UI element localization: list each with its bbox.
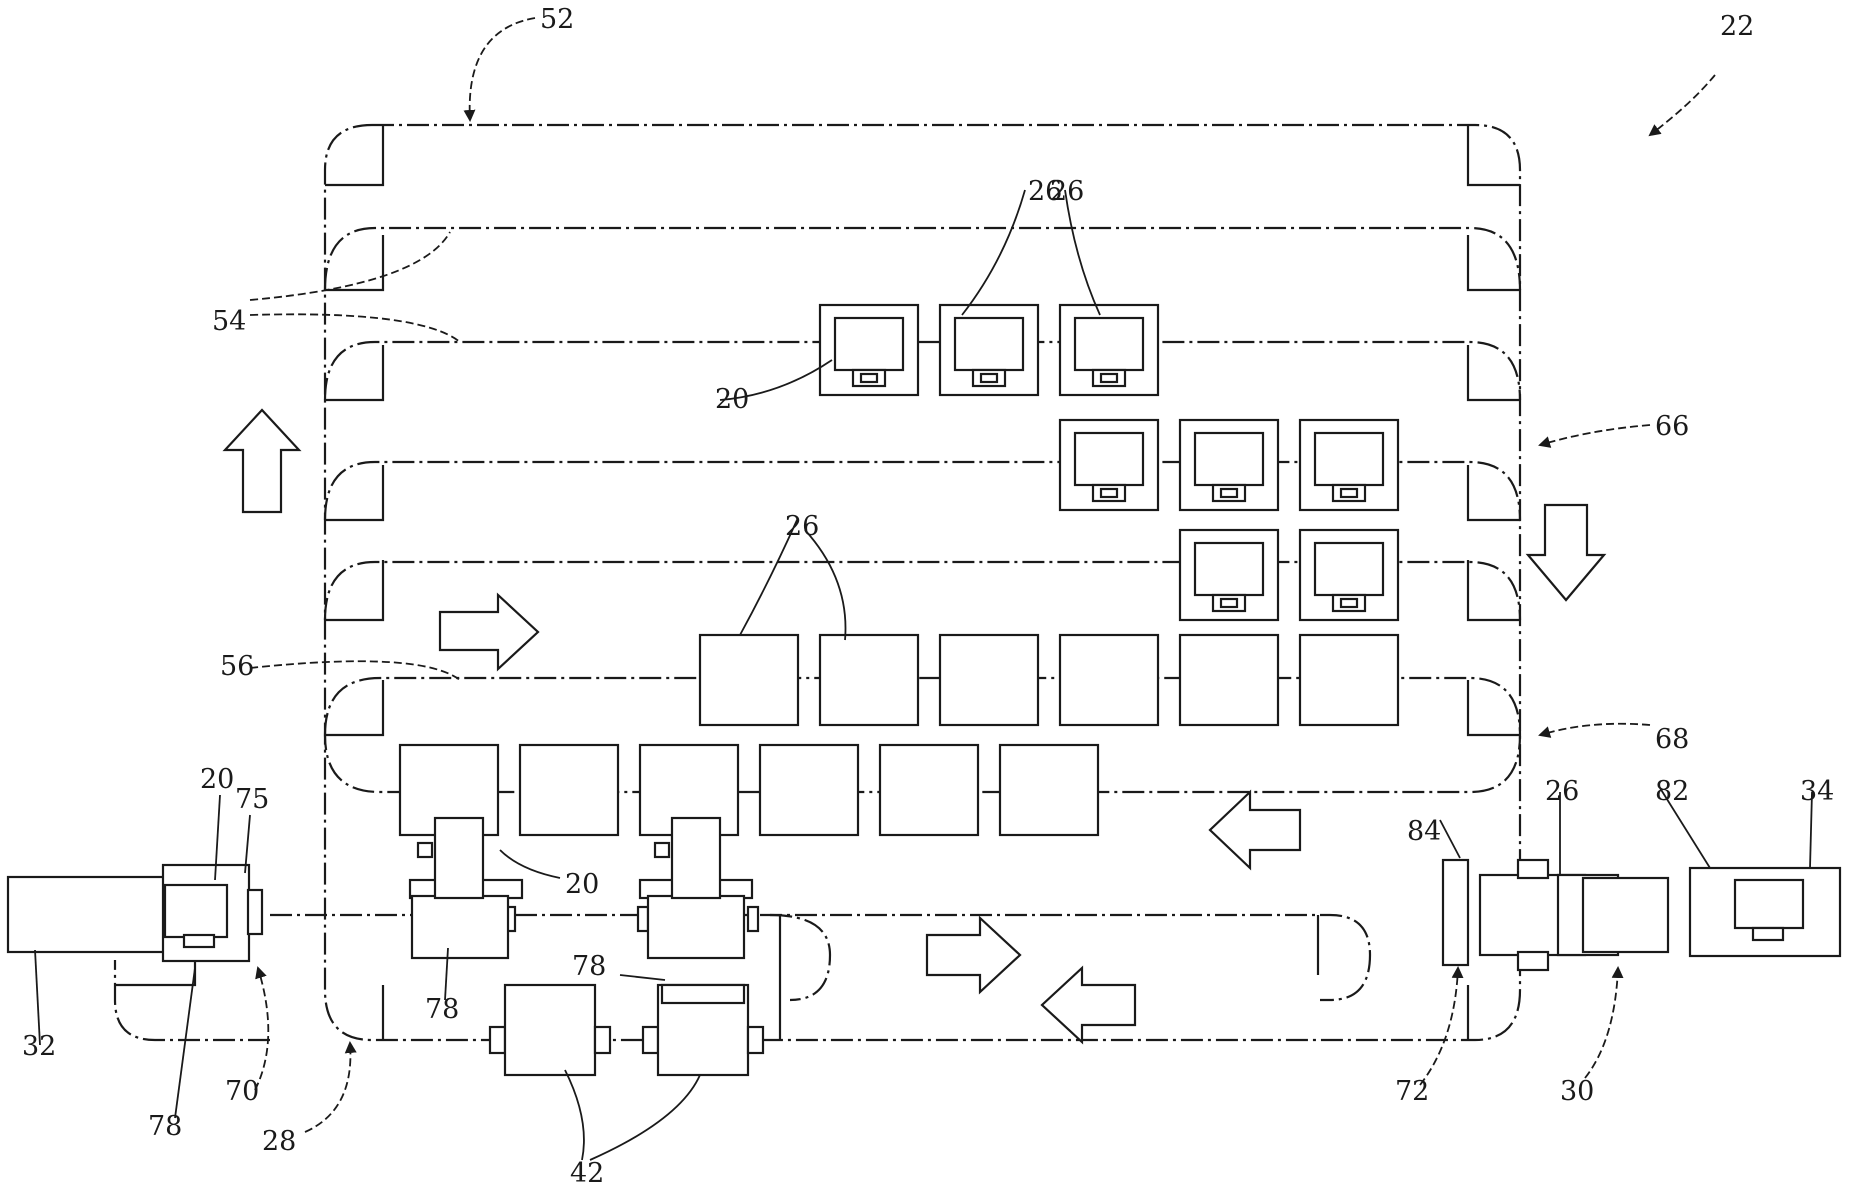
arrow-left-lower	[1042, 968, 1135, 1042]
label-84: 84	[1407, 816, 1441, 847]
arrow-right-lower	[927, 918, 1020, 992]
pallet-row-3	[1180, 530, 1398, 620]
label-26-out: 26	[1545, 776, 1579, 807]
leader-lines	[35, 18, 1812, 1160]
label-78-load: 78	[148, 1111, 182, 1142]
pallet-row-2	[1060, 420, 1398, 510]
label-52: 52	[540, 4, 574, 35]
unload-conveyor	[1443, 860, 1840, 970]
load-transfer	[163, 865, 262, 961]
label-30: 30	[1560, 1076, 1594, 1107]
arrow-up	[225, 410, 299, 512]
label-26-top-b: 26	[1050, 176, 1084, 207]
machining-station	[638, 818, 758, 958]
label-28: 28	[262, 1126, 296, 1157]
label-56: 56	[220, 651, 254, 682]
empty-pallet-row-5	[400, 745, 1098, 835]
pallet-with-workpiece	[1060, 420, 1158, 510]
arrow-right-upper	[440, 595, 538, 669]
label-26-mid: 26	[785, 511, 819, 542]
label-20-top: 20	[715, 384, 749, 415]
pallet-with-workpiece	[940, 305, 1038, 395]
pallet-with-workpiece	[1060, 305, 1158, 395]
label-78-tool: 78	[572, 951, 606, 982]
pallet-row-1	[820, 305, 1158, 395]
label-54: 54	[212, 306, 246, 337]
pallet-with-workpiece	[1180, 530, 1278, 620]
empty-pallet-row-4	[700, 635, 1398, 725]
label-20-station: 20	[565, 869, 599, 900]
pallet-with-workpiece	[1300, 420, 1398, 510]
label-34: 34	[1800, 776, 1834, 807]
arrow-left-middle	[1210, 792, 1300, 868]
label-78-station: 78	[425, 994, 459, 1025]
machining-station	[410, 818, 522, 958]
load-station	[8, 877, 170, 952]
label-22: 22	[1720, 11, 1754, 42]
label-75: 75	[235, 784, 269, 815]
label-82: 82	[1655, 776, 1689, 807]
pallet-with-workpiece	[820, 305, 918, 395]
label-66: 66	[1655, 411, 1689, 442]
tool-unit	[490, 985, 610, 1075]
label-70: 70	[225, 1076, 259, 1107]
label-20-left: 20	[200, 764, 234, 795]
label-32: 32	[22, 1031, 56, 1062]
label-42: 42	[570, 1158, 604, 1189]
arrow-down	[1528, 505, 1604, 600]
pallet-with-workpiece	[1300, 530, 1398, 620]
tool-unit	[643, 985, 763, 1075]
label-72: 72	[1395, 1076, 1429, 1107]
pallet-with-workpiece	[1180, 420, 1278, 510]
label-68: 68	[1655, 724, 1689, 755]
